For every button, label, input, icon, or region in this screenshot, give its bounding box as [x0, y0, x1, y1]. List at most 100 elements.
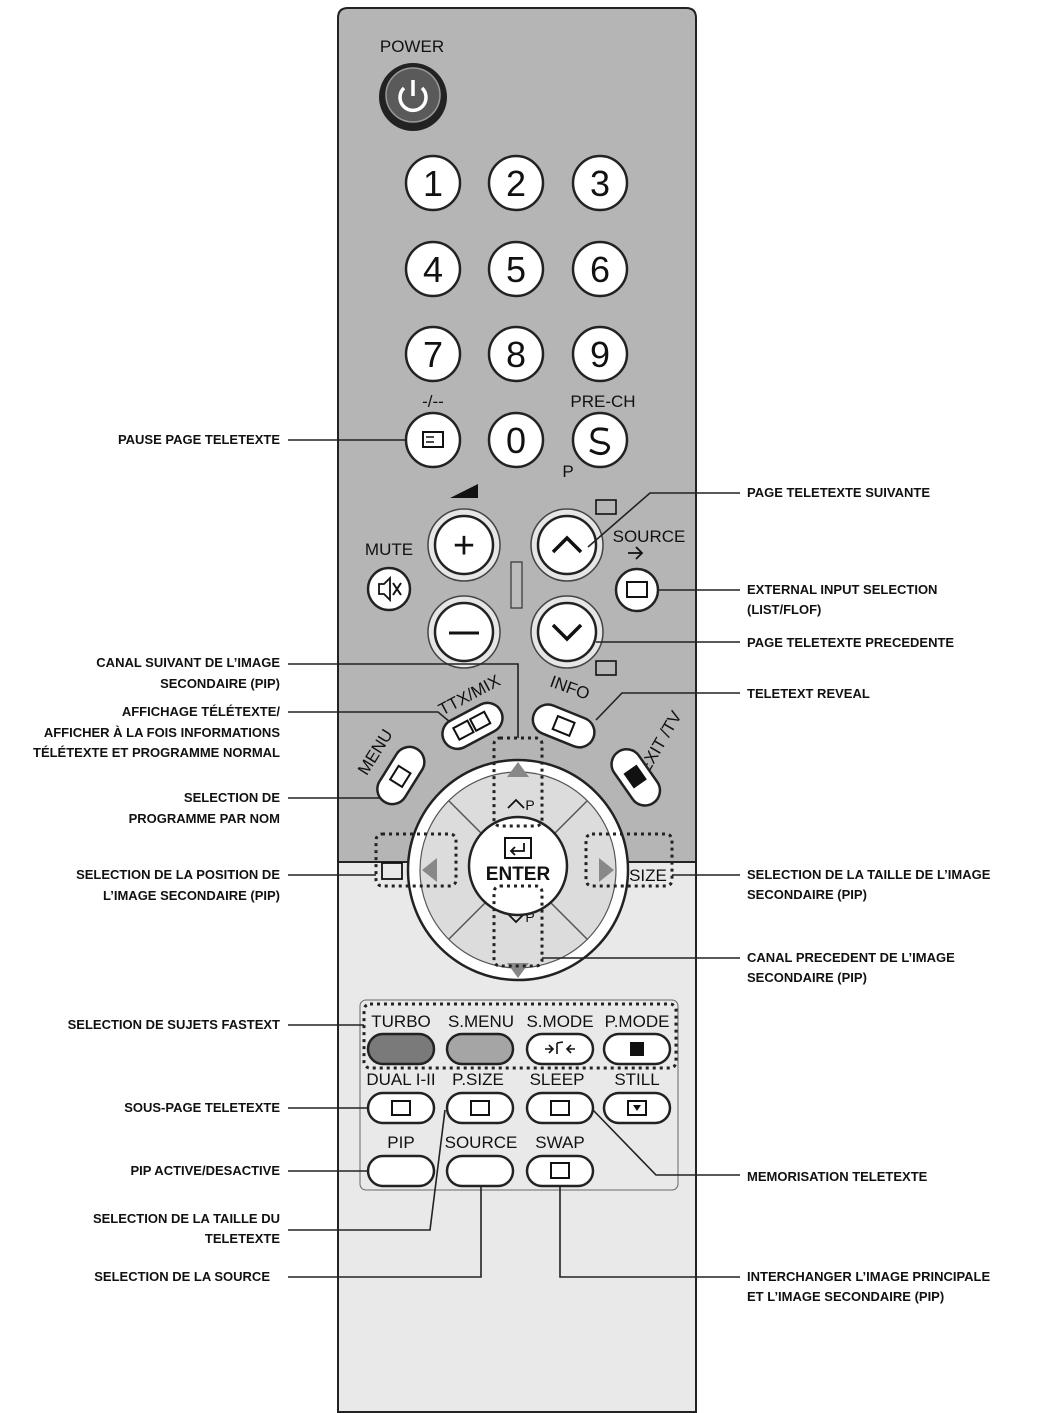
picture-mode-icon	[630, 1042, 644, 1056]
annotation-source-sel: SELECTION DE LA SOURCE	[94, 1269, 270, 1284]
annotation-teletext-reveal: TELETEXT REVEAL	[747, 686, 870, 701]
digit-4-label: 4	[423, 249, 443, 290]
up-p-label: P	[525, 797, 534, 813]
annotation-ttx-size-1: SELECTION DE LA TAILLE DU	[93, 1211, 280, 1226]
channel-up-button[interactable]	[530, 508, 604, 582]
digit-5-label: 5	[506, 249, 526, 290]
still-button[interactable]	[602, 1091, 672, 1125]
enter-button[interactable]: ENTER	[467, 815, 569, 917]
swap-button[interactable]	[525, 1154, 595, 1188]
digit-0-label: 0	[506, 420, 526, 461]
psize-button[interactable]	[445, 1091, 515, 1125]
leader-lines	[288, 439, 740, 1278]
mute-button[interactable]	[366, 566, 412, 612]
indicator-slot	[510, 561, 523, 609]
arrow-right-icon	[599, 858, 614, 882]
pip-button[interactable]	[366, 1154, 436, 1188]
nav-left-button[interactable]	[422, 858, 437, 882]
annotation-pip-pos-2: L’IMAGE SECONDAIRE (PIP)	[103, 888, 280, 903]
nav-up-button[interactable]	[507, 762, 529, 777]
arrow-up-icon	[507, 762, 529, 777]
psize-label: P.SIZE	[452, 1070, 504, 1089]
sleep-button[interactable]	[525, 1091, 595, 1125]
digit-8-label: 8	[506, 334, 526, 375]
ttx-mix-button[interactable]	[437, 698, 508, 755]
menu-icon	[388, 764, 412, 789]
exit-button[interactable]	[606, 743, 666, 811]
annotation-fastext: SELECTION DE SUJETS FASTEXT	[68, 1017, 280, 1032]
pmode-button[interactable]	[602, 1032, 672, 1066]
volume-down-button[interactable]	[427, 595, 501, 669]
annotation-pip-prev-2: SECONDAIRE (PIP)	[747, 970, 867, 985]
pip-position-icon	[381, 862, 403, 880]
teletext-mix-icon	[468, 710, 492, 733]
digit-3-label: 3	[590, 163, 610, 204]
still-label: STILL	[614, 1070, 659, 1089]
digit-button-4[interactable]: 4	[404, 240, 462, 298]
source-top-button[interactable]	[614, 567, 660, 613]
exit-icon	[623, 764, 647, 789]
annotation-ttx-display-3: TÉLÉTEXTE ET PROGRAMME NORMAL	[33, 745, 280, 760]
smenu-label: S.MENU	[448, 1012, 514, 1031]
info-button[interactable]	[528, 700, 599, 752]
annotation-swap-1: INTERCHANGER L’IMAGE PRINCIPALE	[747, 1269, 990, 1284]
dash-label: -/--	[422, 392, 444, 411]
channel-down-button[interactable]	[530, 595, 604, 669]
annotation-pause: PAUSE PAGE TELETEXTE	[118, 432, 280, 447]
enter-label: ENTER	[486, 864, 551, 885]
digit-button-6[interactable]: 6	[571, 240, 629, 298]
annotation-prog-select-2: PROGRAMME PAR NOM	[129, 811, 280, 826]
turbo-button[interactable]	[366, 1032, 436, 1066]
source-arrow-icon	[628, 546, 644, 560]
digit-button-9[interactable]: 9	[571, 325, 629, 383]
digit-button-7[interactable]: 7	[404, 325, 462, 383]
volume-up-button[interactable]: +	[427, 508, 501, 582]
teletext-next-icon	[595, 499, 617, 515]
source-top-label: SOURCE	[613, 527, 686, 546]
annotation-pip-onoff: PIP ACTIVE/DESACTIVE	[130, 1163, 280, 1178]
enter-icon	[504, 837, 532, 859]
smode-label: S.MODE	[526, 1012, 593, 1031]
pip-label: PIP	[387, 1133, 414, 1152]
digit-button-5[interactable]: 5	[487, 240, 545, 298]
annotation-ttx-size-2: TELETEXTE	[205, 1231, 280, 1246]
digit-button-0[interactable]: 0	[487, 411, 545, 469]
p-up-icon	[507, 798, 525, 809]
annotation-pip-next-1: CANAL SUIVANT DE L’IMAGE	[96, 655, 280, 670]
still-icon	[627, 1100, 647, 1116]
prech-button[interactable]	[571, 411, 629, 469]
annotation-ttx-display-1: AFFICHAGE TÉLÉTEXTE/	[122, 704, 281, 719]
annotation-swap-2: ET L’IMAGE SECONDAIRE (PIP)	[747, 1289, 944, 1304]
digit-button-2[interactable]: 2	[487, 154, 545, 212]
menu-button[interactable]	[372, 741, 430, 809]
bottom-button-panel	[359, 999, 679, 1191]
digit-button-8[interactable]: 8	[487, 325, 545, 383]
dash-button[interactable]	[404, 411, 462, 469]
annotation-ext-input-2: (LIST/FLOF)	[747, 602, 821, 617]
nav-right-button[interactable]	[599, 858, 614, 882]
source-bottom-label: SOURCE	[445, 1133, 518, 1152]
highlight-color-buttons	[362, 1002, 678, 1070]
dual-button[interactable]	[366, 1091, 436, 1125]
digit-button-1[interactable]: 1	[404, 154, 462, 212]
power-button[interactable]	[379, 63, 447, 131]
annotation-pip-pos-1: SELECTION DE LA POSITION DE	[76, 867, 280, 882]
mute-icon	[378, 575, 391, 603]
digit-button-3[interactable]: 3	[571, 154, 629, 212]
source-bottom-button[interactable]	[445, 1154, 515, 1188]
annotation-subpage: SOUS-PAGE TELETEXTE	[124, 1100, 280, 1115]
highlight-up	[492, 736, 544, 828]
smode-button[interactable]	[525, 1032, 595, 1066]
volume-ramp-icon	[450, 484, 478, 498]
annotation-pip-size-1: SELECTION DE LA TAILLE DE L’IMAGE	[747, 867, 991, 882]
annotation-ext-input-1: EXTERNAL INPUT SELECTION	[747, 582, 937, 597]
annotation-pip-size-2: SECONDAIRE (PIP)	[747, 887, 867, 902]
mute-label: MUTE	[365, 540, 413, 559]
teletext-hold-icon	[422, 431, 444, 448]
annotation-ttx-display-2: AFFICHER À LA FOIS INFORMATIONS	[44, 725, 280, 740]
turbo-label: TURBO	[371, 1012, 431, 1031]
smenu-button[interactable]	[445, 1032, 515, 1066]
digit-6-label: 6	[590, 249, 610, 290]
sleep-label: SLEEP	[530, 1070, 585, 1089]
